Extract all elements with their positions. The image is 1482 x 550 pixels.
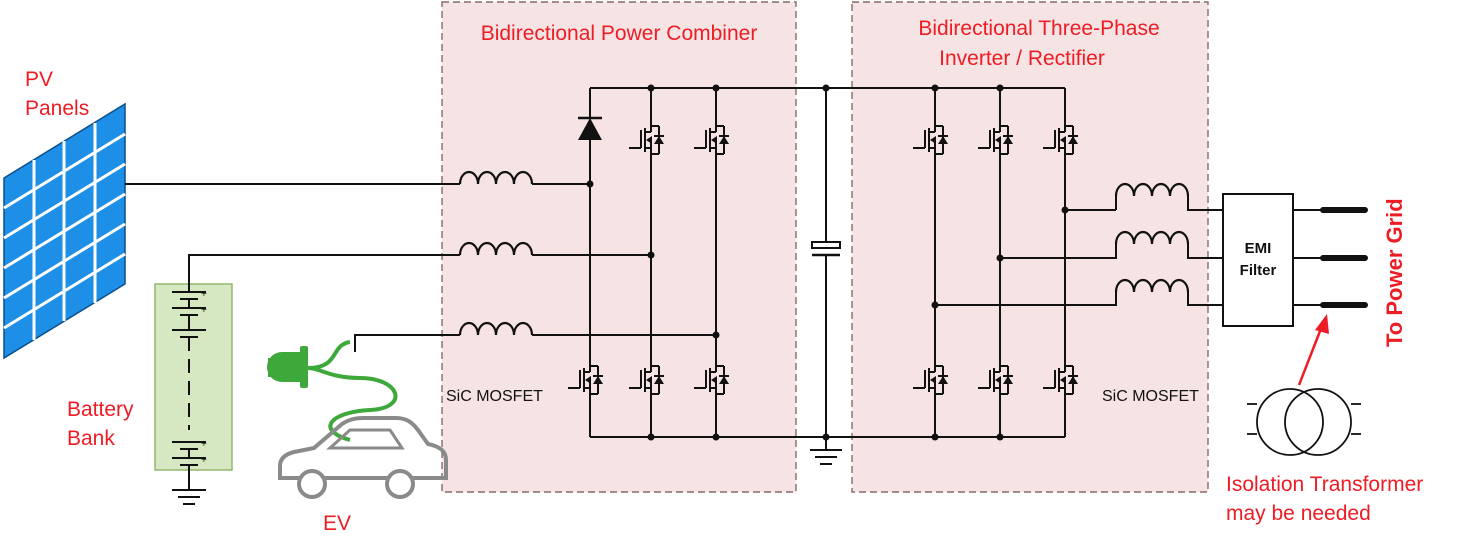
battery-label-line2: Bank (67, 427, 115, 450)
battery-cells (172, 262, 206, 490)
emi-filter (1222, 193, 1294, 327)
inverter-title-line2: Inverter / Rectifier (939, 47, 1105, 70)
ev-plug-icon (267, 340, 398, 442)
svg-text:+: + (201, 289, 207, 300)
sic-mosfet-label-right: SiC MOSFET (1102, 388, 1199, 405)
inverter-leg-2 (977, 88, 1014, 437)
emi-label-line1: EMI (1245, 240, 1272, 257)
svg-text:+: + (201, 305, 207, 316)
battery-ground-icon (172, 489, 206, 505)
combiner-leg-3 (693, 88, 730, 437)
emi-label-line2: Filter (1240, 262, 1277, 279)
combiner-leg-1 (567, 88, 604, 437)
combiner-block (441, 1, 797, 493)
pv-label-line1: PV (25, 68, 53, 91)
inverter-leg-3 (1042, 88, 1079, 437)
grid-terminals (1293, 207, 1368, 308)
solar-panel-icon (3, 102, 126, 360)
sic-mosfet-label-left: SiC MOSFET (446, 388, 543, 405)
dc-link-capacitor (810, 88, 842, 465)
grid-label: To Power Grid (1382, 198, 1407, 347)
inverter-leg-1 (912, 88, 949, 437)
transformer-label-line2: may be needed (1226, 502, 1371, 525)
inverter-block (851, 1, 1209, 493)
inverter-title-line1: Bidirectional Three-Phase (918, 17, 1159, 40)
svg-text:+: + (201, 439, 207, 450)
transformer-label-line1: Isolation Transformer (1226, 473, 1423, 496)
car-icon (278, 416, 448, 499)
svg-text:+: + (201, 455, 207, 466)
transformer-icon (1247, 388, 1361, 456)
pv-label-line2: Panels (25, 97, 89, 120)
combiner-leg-2 (628, 88, 665, 437)
transformer-arrow (1297, 314, 1329, 386)
ev-label: EV (323, 512, 351, 535)
combiner-title: Bidirectional Power Combiner (481, 22, 758, 45)
battery-label-line1: Battery (67, 398, 134, 421)
